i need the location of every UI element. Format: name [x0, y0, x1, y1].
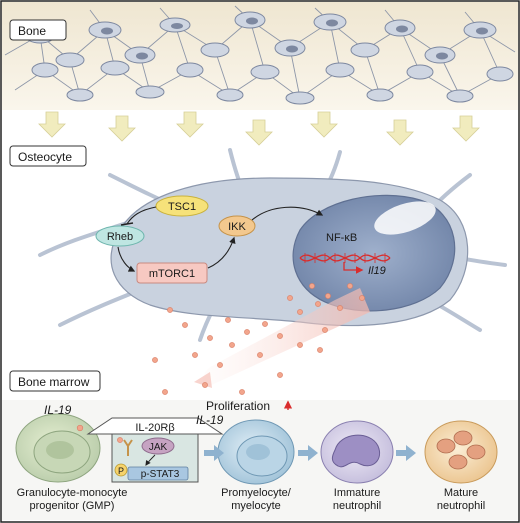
- receptor-panel: IL-20Rβ JAK p-STAT3 P: [86, 417, 224, 483]
- il19-gene-label: Il19: [368, 265, 386, 277]
- svg-text:Bone marrow: Bone marrow: [18, 375, 90, 389]
- activation-arrow: [117, 246, 136, 272]
- phospho-badge-label: P: [118, 466, 124, 476]
- ikk-node: IKK: [218, 215, 256, 237]
- transcription-arrow: [343, 262, 364, 274]
- gmp-caption-line1: Granulocyte-monocyte: [17, 487, 128, 499]
- mature-neutrophil-cell: [424, 420, 498, 484]
- il19-left-label: IL-19: [44, 403, 72, 417]
- nucleus-highlight: [374, 201, 436, 235]
- jak-node: [141, 437, 175, 455]
- receptor-icon: [123, 439, 133, 456]
- promyelocyte-caption-line2: myelocyte: [231, 500, 281, 512]
- mature-caption-line2: neutrophil: [437, 500, 485, 512]
- down-arrow: [386, 119, 414, 146]
- promyelocyte-cell: [217, 419, 295, 485]
- phospho-badge: [114, 463, 128, 477]
- activation-arrow: [251, 206, 324, 221]
- rheb-node: Rheb: [95, 225, 145, 247]
- pathway-arrows: [117, 206, 324, 272]
- mtorc1-node: mTORC1: [136, 262, 208, 284]
- svg-text:Rheb: Rheb: [107, 231, 133, 243]
- il19-right-label: IL-19: [196, 413, 224, 427]
- svg-text:mTORC1: mTORC1: [149, 268, 195, 280]
- receptor-label: IL-20Rβ: [135, 422, 174, 434]
- gmp-cell: [15, 413, 101, 483]
- svg-text:Bone: Bone: [18, 24, 46, 38]
- maturation-arrows: [204, 445, 416, 461]
- osteocyte-label: Osteocyte: [9, 145, 87, 167]
- down-arrow: [38, 111, 66, 138]
- down-arrow: [245, 119, 273, 146]
- il19-particle: [76, 424, 84, 432]
- down-arrow: [176, 111, 204, 138]
- jak-label: JAK: [149, 442, 168, 453]
- immature-caption-line1: Immature: [334, 487, 380, 499]
- proliferation-label: Proliferation: [206, 399, 270, 413]
- svg-text:IKK: IKK: [228, 221, 246, 233]
- maturation-arrow: [204, 445, 224, 461]
- dna-helix: [299, 253, 391, 263]
- maturation-arrow: [396, 445, 416, 461]
- activation-arrow: [207, 236, 236, 269]
- signal-arrows: [38, 111, 480, 146]
- promyelocyte-caption-line1: Promyelocyte/: [221, 487, 292, 499]
- down-arrow: [108, 115, 136, 142]
- immature-neutrophil-cell: [320, 420, 394, 484]
- maturation-arrow: [298, 445, 318, 461]
- mature-caption-line1: Mature: [444, 487, 478, 499]
- secretion-flow: [202, 288, 370, 388]
- nfkb-label: NF-κB: [326, 232, 357, 244]
- inhibition-arrow: [126, 206, 157, 225]
- svg-text:TSC1: TSC1: [168, 201, 196, 213]
- svg-text:Osteocyte: Osteocyte: [18, 150, 72, 164]
- bone-marrow-label: Bone marrow: [9, 370, 101, 392]
- inhibition-bar: [120, 222, 134, 226]
- down-arrow: [452, 115, 480, 142]
- down-arrow: [310, 111, 338, 138]
- immature-caption-line2: neutrophil: [333, 500, 381, 512]
- tsc1-node: TSC1: [155, 195, 209, 217]
- pstat3-node: [127, 466, 189, 481]
- cell-captions: Granulocyte-monocyte progenitor (GMP) Pr…: [17, 487, 486, 512]
- gmp-caption-line2: progenitor (GMP): [30, 500, 115, 512]
- bone-label: Bone: [9, 19, 67, 41]
- pstat3-label: p-STAT3: [141, 469, 180, 480]
- osteocyte-cell: [38, 148, 507, 342]
